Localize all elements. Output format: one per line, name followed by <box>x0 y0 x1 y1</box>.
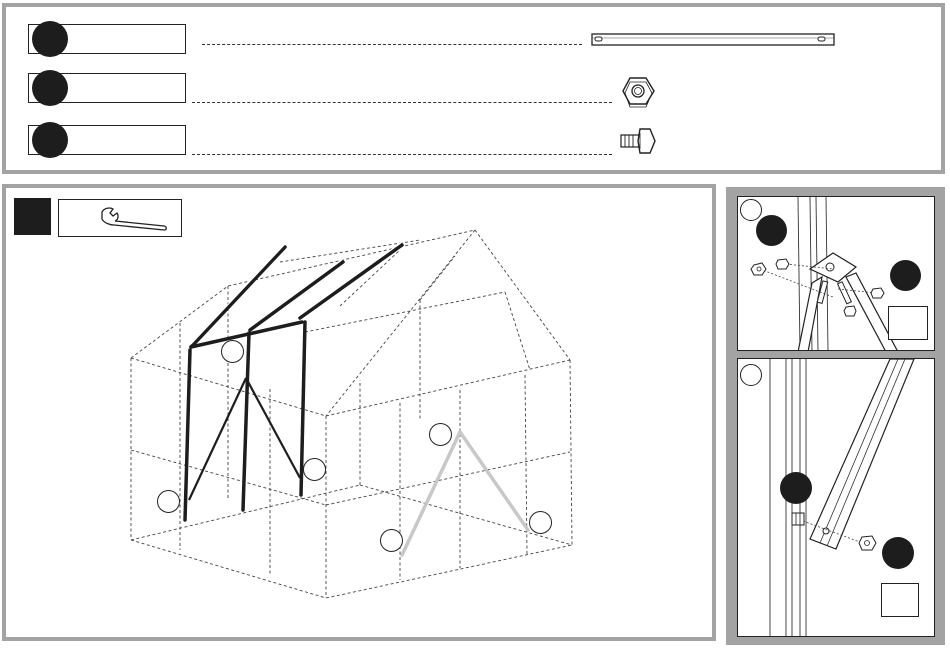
callout-circle-side-right <box>529 511 552 534</box>
detail-top-part-badge-a <box>756 215 787 246</box>
detail-top-quantity-box <box>888 306 928 340</box>
callout-circle-side-top <box>429 423 452 446</box>
detail-bottom-part-badge-b <box>882 537 914 569</box>
callout-circle-left <box>157 490 180 513</box>
callout-circle-roof <box>221 340 244 363</box>
greenhouse-frame-diagram <box>0 0 720 648</box>
detail-bottom-part-badge-a <box>780 472 812 504</box>
detail-top-part-badge-b <box>890 260 921 291</box>
detail-bottom-quantity-box <box>881 583 919 617</box>
detail-bottom-label-circle <box>740 364 762 386</box>
callout-circle-side-left <box>380 529 403 552</box>
detail-top-label-circle <box>740 199 762 221</box>
callout-circle-mid <box>303 458 326 481</box>
